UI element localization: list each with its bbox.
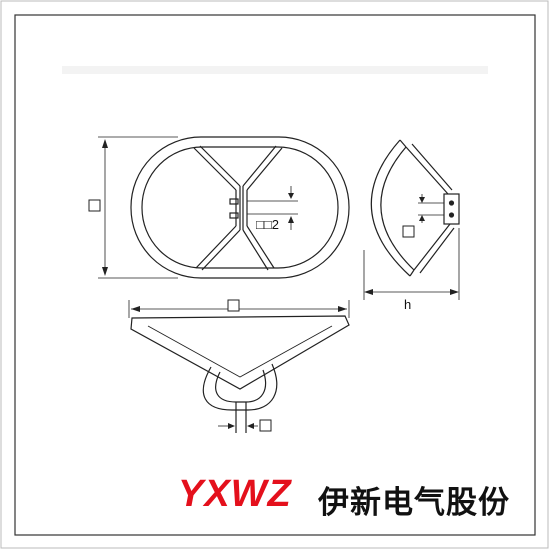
- side-arm-bottom: [413, 223, 455, 274]
- side-view: [363, 139, 460, 300]
- front-view: [128, 300, 350, 433]
- header-band: [62, 66, 488, 74]
- brand-logo-chinese: 伊新电气股份: [318, 485, 510, 521]
- terminal-top: [229, 198, 239, 205]
- inner-border: [14, 14, 536, 536]
- brand-logo-latin: YXWZ: [178, 473, 292, 515]
- side-arc-inner: [380, 146, 415, 271]
- width-dim-box: [227, 299, 240, 312]
- side-terminal-block: [443, 193, 460, 225]
- arm-bottom-left: [195, 225, 241, 271]
- side-arc-outer: [370, 139, 411, 277]
- u-loop-inner: [215, 369, 267, 403]
- top-view: [98, 136, 350, 279]
- side-h-label: h: [404, 297, 411, 312]
- terminal-dim-box: [259, 419, 272, 432]
- arm-bottom-right: [242, 225, 275, 271]
- arm-top-left: [193, 145, 241, 191]
- top-view-oval-inner: [141, 146, 339, 269]
- u-loop-outer: [202, 363, 278, 411]
- top-view-oval-outer: [130, 136, 350, 279]
- height-dim-box: [88, 199, 101, 212]
- arm-top-right: [242, 145, 283, 191]
- side-arm-top: [405, 143, 453, 195]
- side-terminal-dim-box: [402, 225, 415, 238]
- gap-dim-label: □□2: [256, 217, 279, 232]
- v-element-outline: [130, 315, 350, 390]
- terminal-bottom: [229, 212, 239, 219]
